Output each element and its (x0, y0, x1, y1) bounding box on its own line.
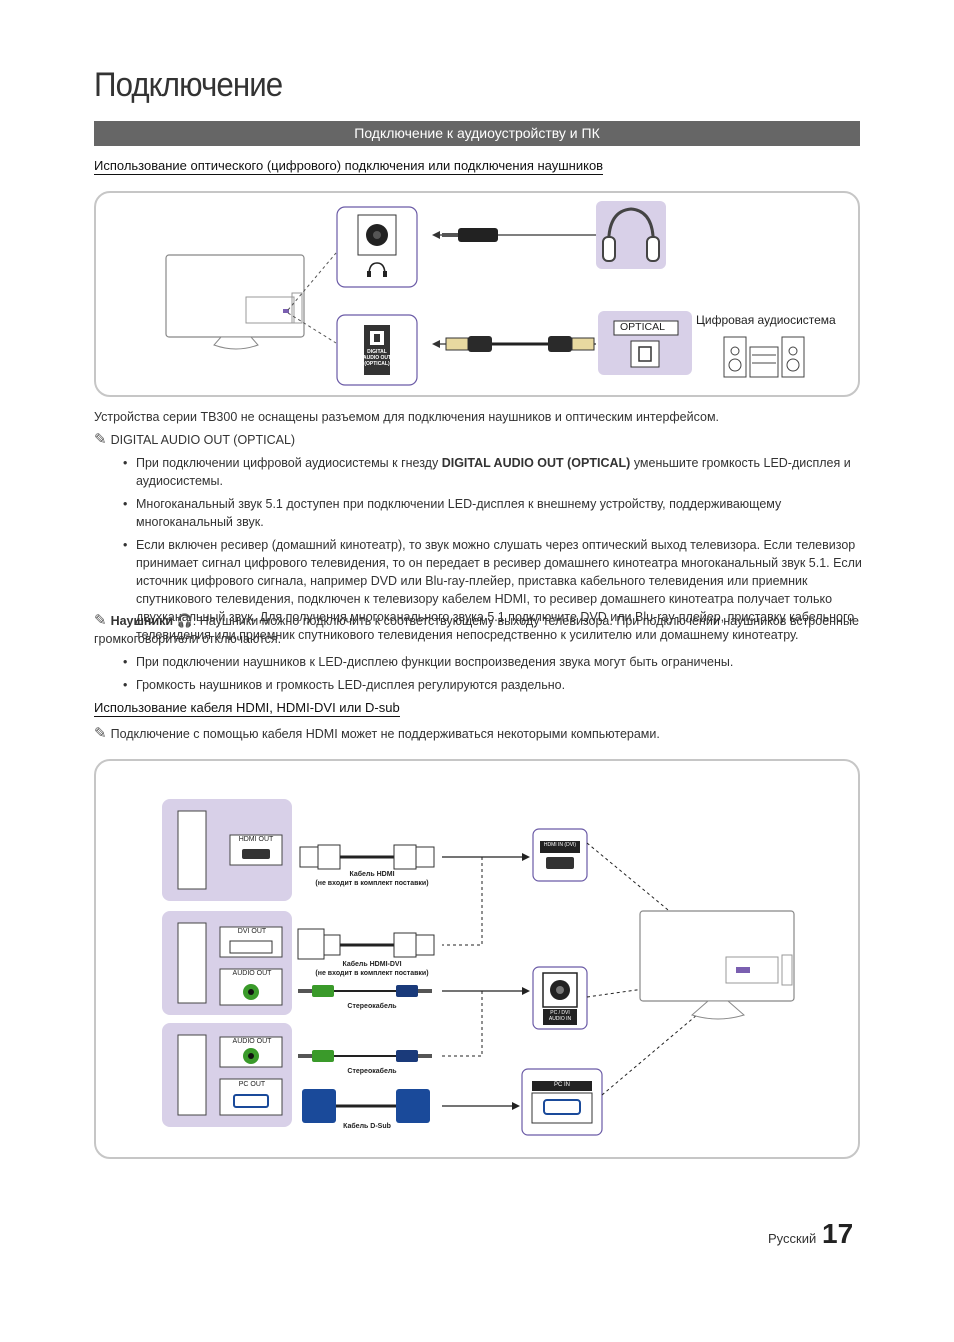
tv-pc-audio-in-port (532, 966, 588, 1030)
list-item: Громкость наушников и громкость LED-дисп… (120, 676, 862, 694)
tv-back-illustration-2 (639, 910, 795, 1020)
note-pencil-icon: ✎ (94, 431, 107, 448)
list-item: При подключении наушников к LED-дисплею … (120, 653, 862, 671)
page-title: Подключение (94, 66, 283, 104)
optical-cable (445, 336, 595, 352)
cable-hdmi-dvi-label: Кабель HDMI-DVI (342, 961, 402, 968)
optical-bullet-list: При подключении цифровой аудиосистемы к … (120, 454, 862, 649)
diagram-optical-svg (165, 201, 805, 386)
tv-hdmi-in-port (532, 828, 588, 882)
list-item: Если включен ресивер (домашний кинотеатр… (120, 536, 862, 644)
diagram-pc-connection: HDMI OUT DVI OUT AUDIO OUT AUDIO OUT PC … (94, 759, 860, 1159)
subheading-optical: Использование оптического (цифрового) по… (94, 158, 604, 175)
cable-dsub-label: Кабель D-Sub (343, 1123, 391, 1130)
pc-panel-dsub (162, 1023, 292, 1127)
pc-dvi-audio-in-label: PC / DVI AUDIO IN (548, 1010, 572, 1022)
pc-panel-dvi (162, 911, 292, 1015)
diagram-optical-headphones: OPTICAL Цифровая аудиосистема DIGITAL AU… (94, 191, 860, 397)
note-pencil-icon: ✎ (94, 612, 107, 629)
hdmi-dvi-cable (297, 928, 435, 960)
stereo-cable-1 (298, 985, 432, 997)
digital-audio-system-label: Цифровая аудиосистема (696, 313, 836, 327)
page-number: 17 (822, 1218, 854, 1249)
optical-port-label: DIGITAL AUDIO OUT (OPTICAL) (362, 349, 392, 367)
section-header-bar: Подключение к аудиоустройству и ПК (94, 121, 860, 146)
note-pencil-icon: ✎ (94, 725, 107, 742)
pc-out-label: PC OUT (238, 1081, 266, 1088)
hdmi-in-label: HDMI IN (DVI) (543, 842, 577, 848)
headphones-icon: 🎧 (176, 613, 193, 628)
stereo-cable-2 (298, 1050, 432, 1062)
headphone-jack-panel (336, 206, 418, 288)
cable-hdmi-label: Кабель HDMI (349, 871, 395, 878)
dsub-cable (302, 1089, 430, 1123)
note-optical-title: DIGITAL AUDIO OUT (OPTICAL) (110, 433, 296, 447)
hdmi-out-label: HDMI OUT (238, 836, 274, 843)
list-item: Многоканальный звук 5.1 доступен при под… (120, 495, 862, 531)
optical-port-panel (336, 314, 418, 386)
hdmi-cable (299, 844, 435, 870)
note-hdmi: ✎Подключение с помощью кабеля HDMI может… (94, 725, 660, 742)
cable-hdmi-dvi-note: (не входит в комплект поставки) (315, 970, 429, 977)
optical-input-panel (598, 311, 692, 375)
audio-out-label-1: AUDIO OUT (232, 970, 272, 977)
pc-in-label: PC IN (553, 1082, 570, 1088)
pc-panel-hdmi (162, 799, 292, 901)
audio-out-label-2: AUDIO OUT (232, 1038, 272, 1045)
stereo-cable-label-2: Стереокабель (347, 1068, 397, 1075)
note-optical: ✎DIGITAL AUDIO OUT (OPTICAL) (94, 430, 295, 448)
tv-back-illustration (165, 254, 305, 350)
subheading-hdmi: Использование кабеля HDMI, HDMI-DVI или … (94, 700, 400, 717)
stereo-cable-label-1: Стереокабель (347, 1003, 397, 1010)
headphones-device (596, 201, 666, 269)
tv-pc-in-port (521, 1068, 603, 1136)
optical-label: OPTICAL (620, 321, 665, 333)
cable-hdmi-note: (не входит в комплект поставки) (315, 880, 429, 887)
diagram-pc-svg (162, 799, 795, 1136)
footer-language: Русский (768, 1231, 817, 1246)
audio-system-icon (723, 336, 805, 378)
headphone-plug (442, 228, 498, 242)
note-headphones: ✎Наушники 🎧: Наушники можно подключить к… (94, 612, 859, 646)
dvi-out-label: DVI OUT (237, 928, 267, 935)
list-item: При подключении цифровой аудиосистемы к … (120, 454, 862, 490)
headphones-bullet-list: При подключении наушников к LED-дисплею … (120, 653, 862, 699)
intro-text: Устройства серии TB300 не оснащены разъе… (94, 410, 720, 424)
